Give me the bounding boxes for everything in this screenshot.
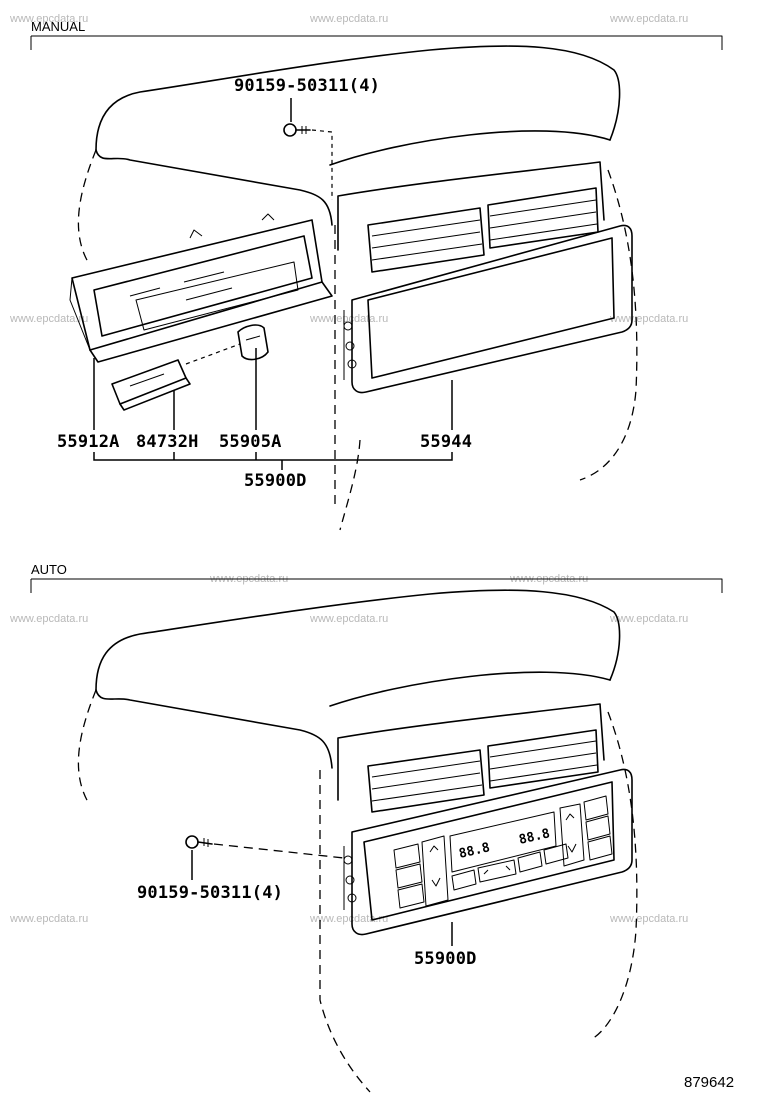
watermark: www.epcdata.ru: [9, 313, 88, 325]
figure-number: 879642: [684, 1074, 734, 1091]
watermark: www.epcdata.ru: [609, 613, 688, 625]
control-panel-trim: [343, 224, 633, 394]
vent-bezel: [337, 161, 605, 251]
part-number-harness: 84732H: [136, 432, 199, 452]
part-number-screw: 90159-50311(4): [137, 883, 283, 903]
harness-install-path: [185, 343, 241, 365]
watermark: www.epcdata.ru: [609, 913, 688, 925]
section-bracket-auto: [30, 578, 723, 593]
screw-install-path: [311, 129, 333, 200]
control-harness: [111, 359, 191, 411]
part-number-control-unit: 55912A: [57, 432, 120, 452]
rear-air-vent-left: [367, 207, 485, 273]
climate-control-panel: 88.8 88.8: [343, 768, 633, 936]
watermark: www.epcdata.ru: [309, 313, 388, 325]
screw-icon: [283, 123, 311, 137]
part-number-knob: 55905A: [219, 432, 282, 452]
watermark: www.epcdata.ru: [309, 913, 388, 925]
hidden-line: [77, 689, 97, 803]
hidden-line: [319, 770, 371, 1093]
section-title-manual: MANUAL: [31, 19, 85, 34]
display-right-temp: 88.8: [518, 826, 552, 848]
armrest-top-edge: [329, 130, 611, 166]
rear-air-vent-left: [367, 749, 485, 813]
control-unit: [69, 213, 333, 363]
watermark: www.epcdata.ru: [609, 313, 688, 325]
auto-section: AUTO: [30, 562, 723, 1093]
assembly-bracket: [93, 452, 453, 470]
watermark: www.epcdata.ru: [9, 13, 88, 25]
watermark: www.epcdata.ru: [9, 613, 88, 625]
display-left-temp: 88.8: [458, 840, 492, 862]
part-number-assembly: 55900D: [244, 471, 307, 491]
screw-icon: [185, 835, 213, 849]
rear-air-vent-right: [487, 187, 599, 249]
hidden-line: [579, 169, 638, 481]
hidden-line: [77, 149, 97, 263]
part-number-screw: 90159-50311(4): [234, 76, 380, 96]
part-number-assembly: 55900D: [414, 949, 477, 969]
screw-install-path: [213, 843, 345, 859]
watermark: www.epcdata.ru: [309, 613, 388, 625]
hidden-line: [589, 711, 638, 1041]
vent-bezel: [337, 703, 605, 801]
part-number-trim: 55944: [420, 432, 472, 452]
console-outline: [95, 589, 621, 691]
watermark: www.epcdata.ru: [9, 913, 88, 925]
hidden-line: [339, 439, 361, 531]
console-outline: [95, 45, 621, 151]
rear-air-vent-right: [487, 729, 599, 789]
armrest-top-edge: [329, 671, 611, 707]
manual-section: MANUAL: [30, 19, 723, 531]
section-bracket-manual: [30, 35, 723, 50]
armrest-front: [95, 689, 333, 769]
armrest-front: [95, 149, 333, 226]
section-title-auto: AUTO: [31, 562, 67, 577]
watermark: www.epcdata.ru: [309, 13, 388, 25]
watermark: www.epcdata.ru: [609, 13, 688, 25]
control-knob: [237, 324, 269, 361]
